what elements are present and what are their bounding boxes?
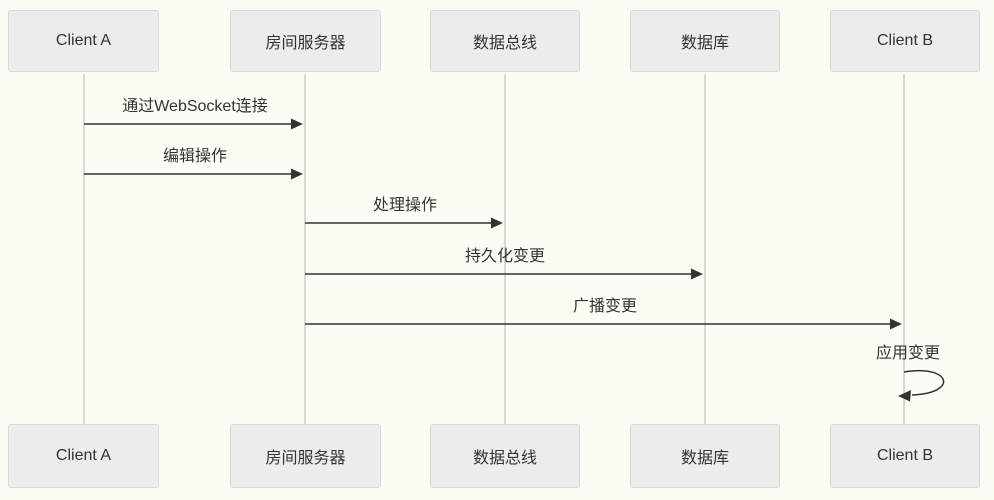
actor-top-client-b: Client B [830,10,980,72]
message-arrowhead-2 [291,168,303,180]
actor-top-data-bus: 数据总线 [430,10,580,72]
message-label-websocket-connect: 通过WebSocket连接 [122,98,268,115]
message-label-persist-change: 持久化变更 [464,248,546,265]
message-label-process-operation: 处理操作 [372,197,438,214]
message-label-edit-operation: 编辑操作 [162,148,228,165]
actor-top-room-server: 房间服务器 [230,10,381,72]
actor-top-database: 数据库 [630,10,780,72]
actor-top-client-a: Client A [8,10,159,72]
actor-bottom-client-b: Client B [830,424,980,488]
actor-bottom-client-a: Client A [8,424,159,488]
message-label-broadcast-change: 广播变更 [572,298,638,315]
message-arrowhead-4 [691,268,703,280]
message-arrowhead-1 [291,118,303,130]
actor-bottom-database: 数据库 [630,424,780,488]
message-arrowhead-3 [491,217,503,229]
self-loop-arrowhead [898,390,911,402]
message-arrowhead-5 [890,318,902,330]
self-loop-arrow [903,369,945,396]
actor-bottom-room-server: 房间服务器 [230,424,381,488]
message-label-apply-change: 应用变更 [875,345,941,362]
actor-bottom-data-bus: 数据总线 [430,424,580,488]
